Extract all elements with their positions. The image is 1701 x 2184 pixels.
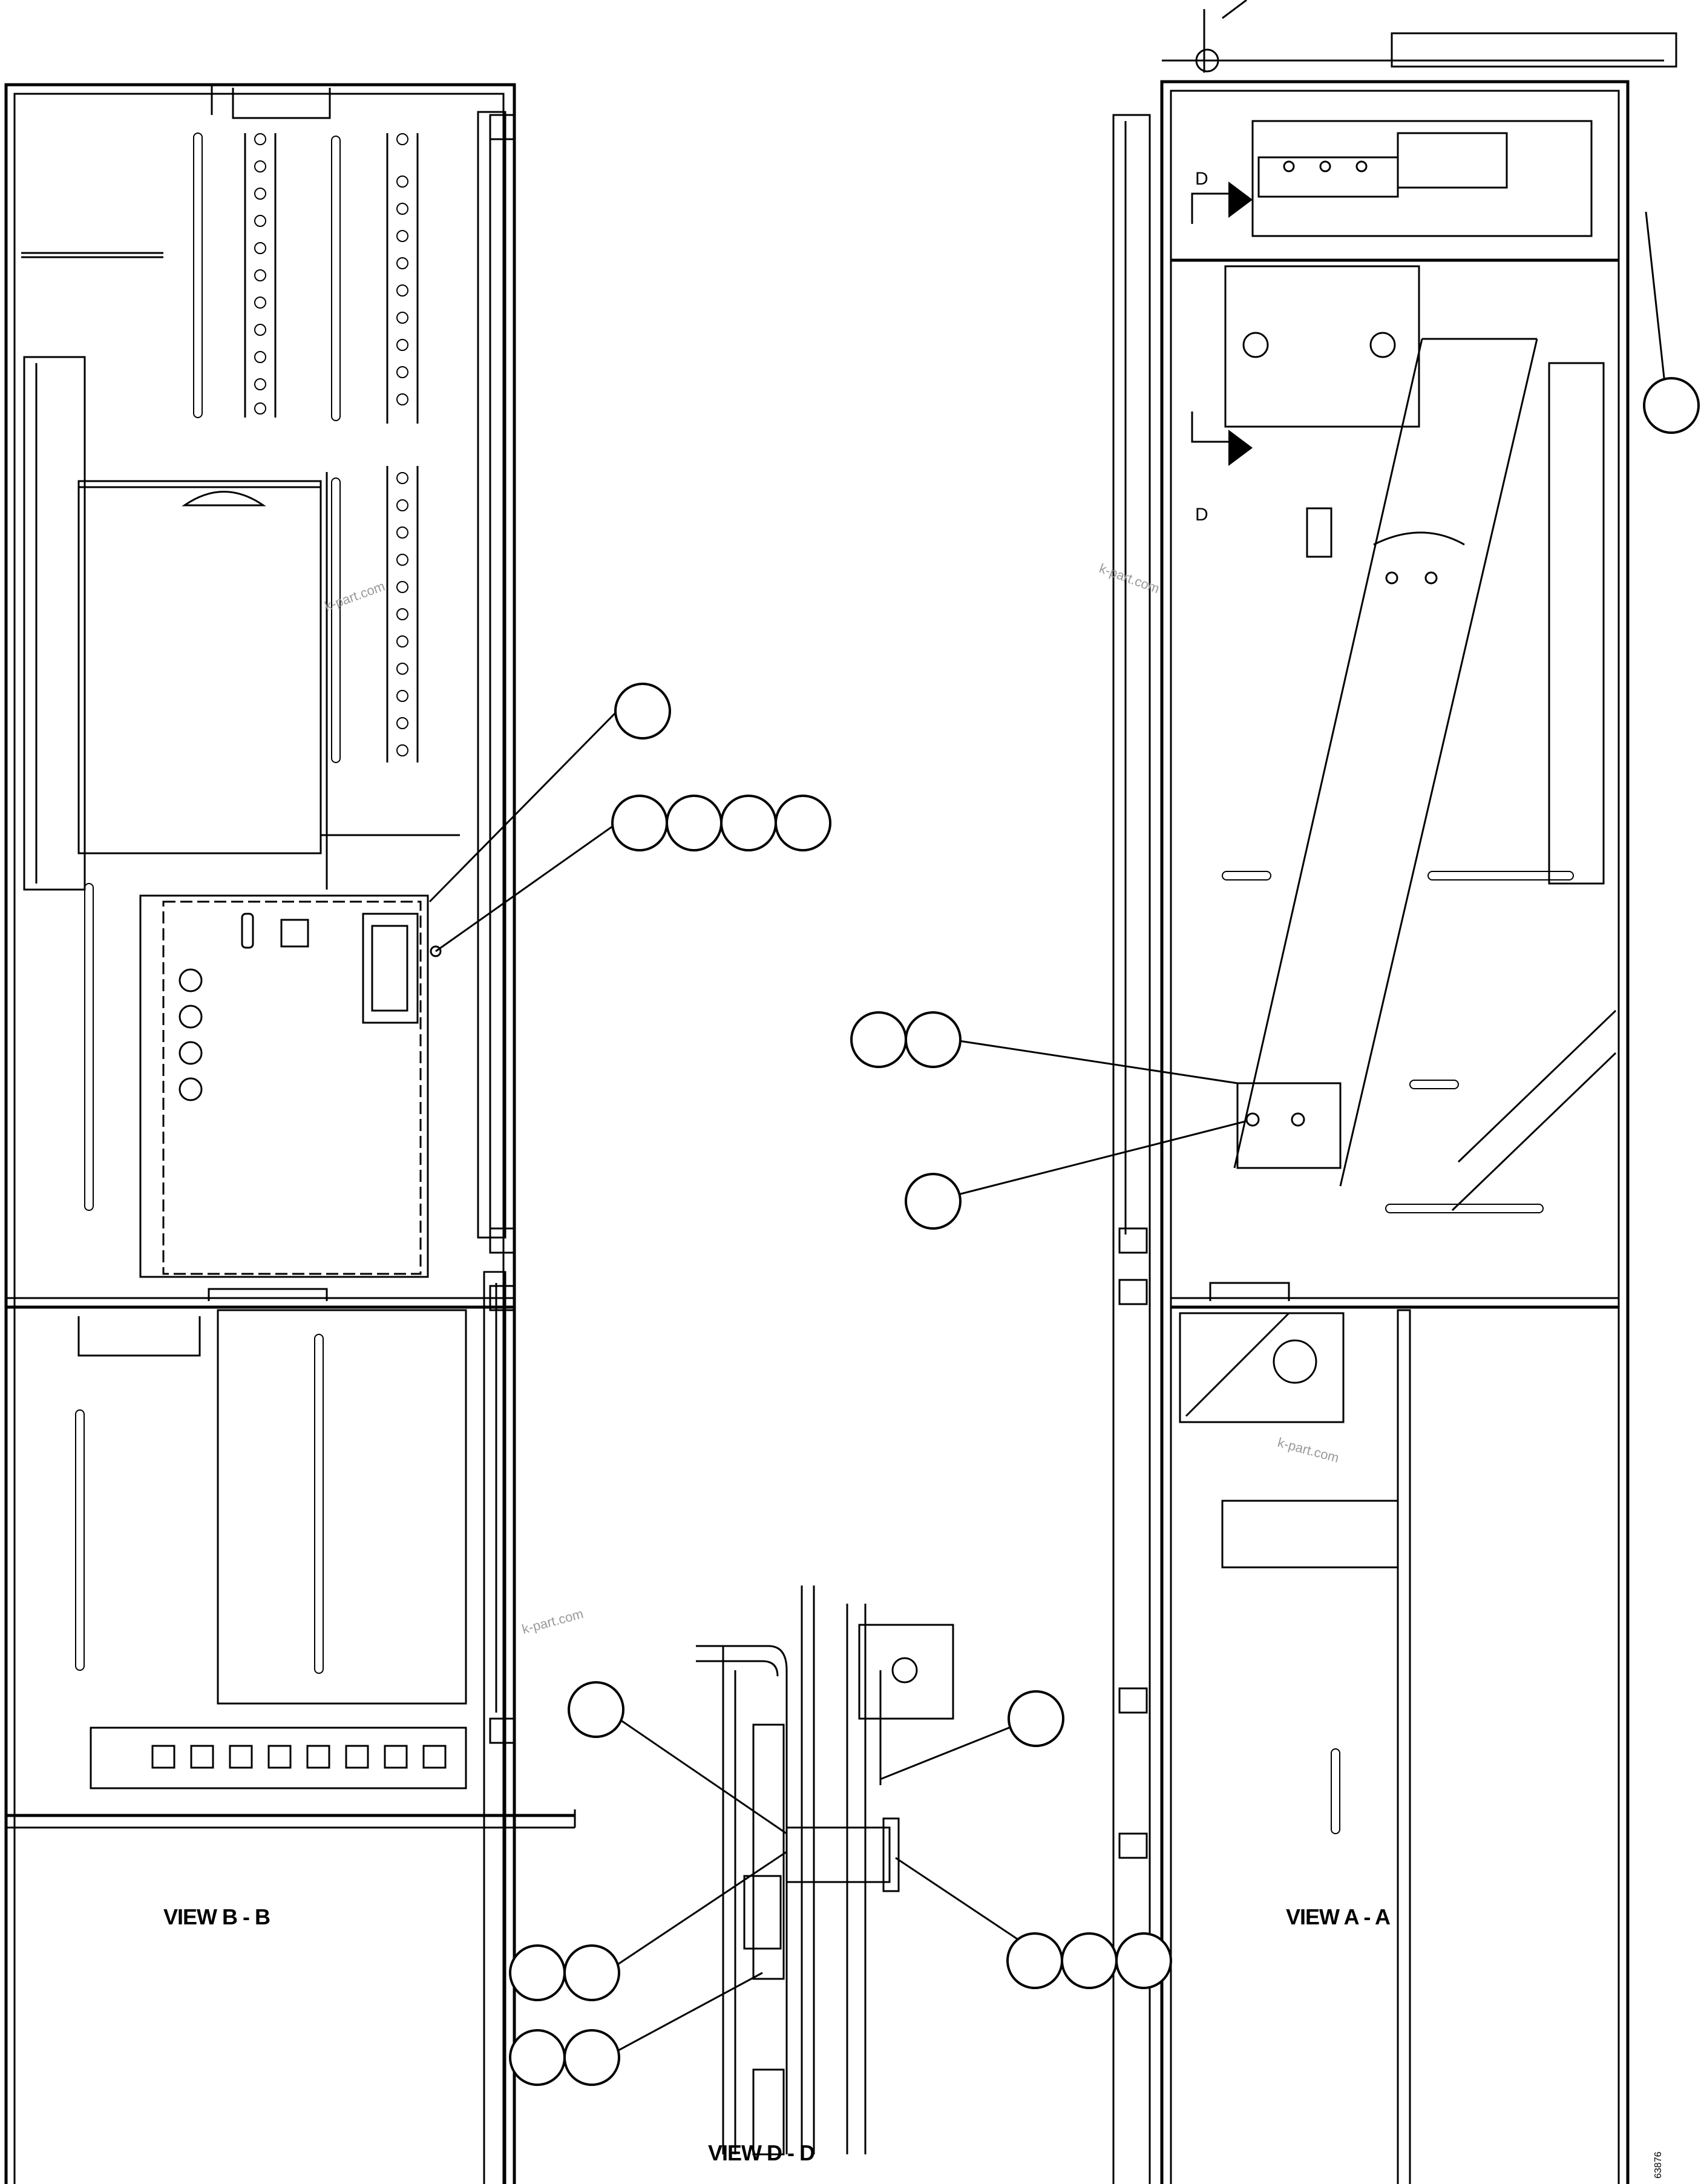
callout-bubble xyxy=(666,795,723,851)
callout-bubble xyxy=(775,795,831,851)
view-label-a-a: VIEW A - A xyxy=(1286,1904,1391,1929)
callout-bubble xyxy=(850,1011,907,1068)
view-label-d-d: VIEW D - D xyxy=(708,2140,814,2165)
view-b-b-drawing xyxy=(4,83,576,2184)
view-label-b-b: VIEW B - B xyxy=(163,1904,270,1929)
callout-bubble xyxy=(720,795,777,851)
watermark: k-part.com xyxy=(520,1606,585,1637)
callout-bubble xyxy=(509,2029,566,2086)
callout-bubble xyxy=(563,1944,620,2001)
terminal-strip-right xyxy=(386,133,419,762)
callout-bubble xyxy=(568,1681,624,1738)
watermark: k-part.com xyxy=(1276,1435,1341,1466)
watermark: k-part.com xyxy=(323,579,387,614)
callout-bubble xyxy=(905,1011,962,1068)
callout-bubble xyxy=(1006,1932,1063,1989)
terminal-strip-left xyxy=(244,133,277,418)
cable-duct xyxy=(1233,338,1538,1187)
watermark: k-part.com xyxy=(1097,560,1161,596)
callout-bubble xyxy=(1061,1932,1118,1989)
callout-bubble xyxy=(905,1173,962,1230)
callout-bubble xyxy=(614,683,671,739)
section-mark-bottom: D xyxy=(1195,505,1208,525)
callout-bubble xyxy=(1008,1690,1064,1747)
callout-bubble xyxy=(611,795,668,851)
callout-bubble xyxy=(1643,377,1700,434)
callouts-view-d-d xyxy=(509,1681,1172,2086)
drawing-number: 63876 xyxy=(1653,2151,1663,2179)
callouts-view-b-b xyxy=(428,683,831,953)
callouts-view-a-a xyxy=(850,211,1700,1230)
view-a-a-drawing xyxy=(1112,0,1677,2184)
view-d-d-drawing xyxy=(696,1586,954,2156)
callout-bubble xyxy=(1115,1932,1172,1989)
controller-module xyxy=(139,894,442,1278)
callout-bubble xyxy=(563,2029,620,2086)
callout-bubble xyxy=(509,1944,566,2001)
section-mark-top: D xyxy=(1195,169,1208,189)
